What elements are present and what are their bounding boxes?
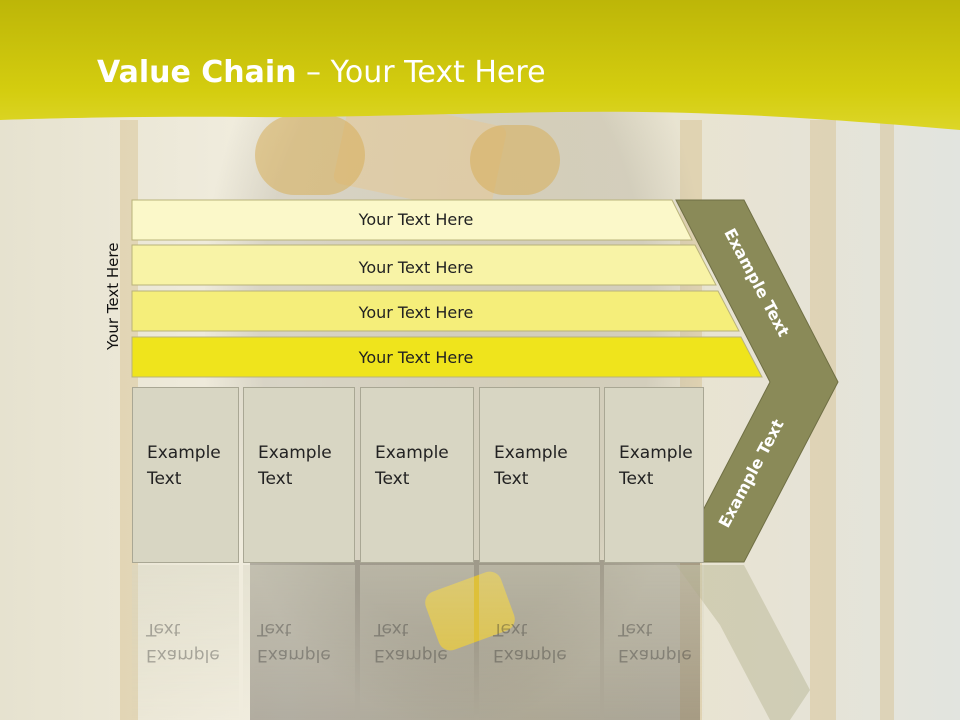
primary-bar-1: Your Text Here	[131, 199, 693, 241]
activity-box-2-reflection: Example Text	[243, 565, 355, 720]
activity-box-4-label: Example Text	[494, 443, 568, 489]
activity-box-4: Example Text	[479, 387, 600, 563]
activity-box-4-reflection: Example Text	[479, 565, 600, 720]
activity-box-5-label: Example Text	[619, 443, 693, 489]
activity-box-2: Example Text	[243, 387, 355, 563]
bar-4-label: Your Text Here	[358, 348, 474, 367]
activity-box-3: Example Text	[360, 387, 474, 563]
activity-box-3-reflection: Example Text	[360, 565, 474, 720]
primary-bar-3: Your Text Here	[131, 290, 740, 332]
activity-box-1-reflection: Example Text	[132, 565, 239, 720]
bar-3-label: Your Text Here	[358, 303, 474, 322]
primary-bar-2: Your Text Here	[131, 244, 717, 286]
slide-title: Value Chain – Your Text Here	[97, 55, 546, 90]
chevron-arrow	[675, 199, 839, 563]
bar-1-label: Your Text Here	[358, 210, 474, 229]
activity-box-1-label: Example Text	[147, 443, 221, 489]
bar-2-label: Your Text Here	[358, 258, 474, 277]
activity-box-5-reflection: Example Text	[604, 565, 704, 720]
primary-bar-4: Your Text Here	[131, 336, 763, 378]
header-banner	[0, 0, 960, 130]
activity-box-3-label: Example Text	[375, 443, 449, 489]
activity-box-1: Example Text	[132, 387, 239, 563]
activity-box-5: Example Text	[604, 387, 704, 563]
activity-box-2-label: Example Text	[258, 443, 332, 489]
